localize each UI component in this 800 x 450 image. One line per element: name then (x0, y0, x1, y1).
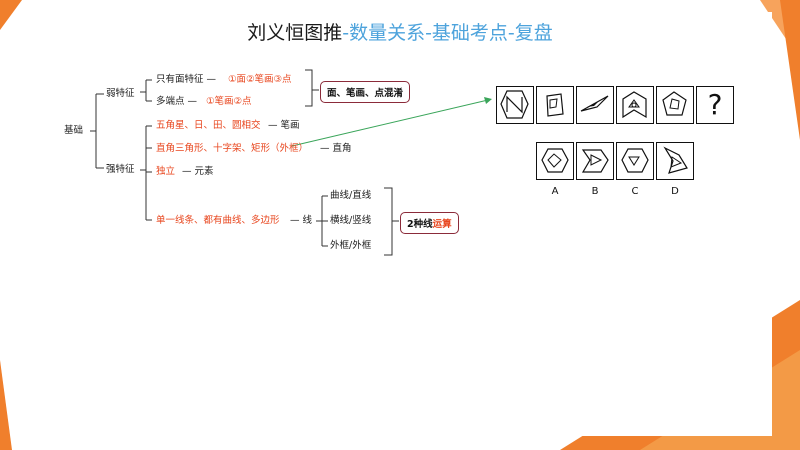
option-d-cell[interactable] (656, 142, 694, 180)
line-subitem-horizontal: 横线/竖线 (330, 215, 372, 226)
question-cell-4 (616, 86, 654, 124)
question-cell-3 (576, 86, 614, 124)
title-main: 刘义恒图推 (247, 22, 343, 44)
triangle-figure (580, 95, 609, 112)
question-cell-unknown: ? (696, 86, 734, 124)
option-a-figure (541, 148, 569, 173)
root-node: 基础 (64, 125, 84, 136)
option-a-cell[interactable] (536, 142, 574, 180)
strong-item-independent-result: — 元素 (182, 166, 214, 177)
question-cell-1 (496, 86, 534, 124)
strong-feature-node: 强特征 (106, 164, 135, 175)
pentagon-figure (662, 91, 687, 116)
weak-item-endpoints-result: ①笔画②点 (206, 96, 252, 107)
hexagon-n-figure (500, 90, 529, 119)
strong-item-line-label: 单一线条、都有曲线、多边形 (156, 215, 280, 226)
question-cell-2 (536, 86, 574, 124)
weak-feature-node: 弱特征 (106, 88, 135, 99)
option-a-label: A (551, 186, 559, 197)
strong-item-independent-label: 独立 (156, 166, 176, 177)
line-summary-box: 2种线运算 (400, 212, 459, 234)
option-c-cell[interactable] (616, 142, 654, 180)
page-title: 刘义恒图推-数量关系-基础考点-复盘 (0, 18, 800, 45)
line-box-accent: 运算 (432, 219, 452, 230)
option-d-label: D (671, 186, 679, 197)
line-box-plain: 2种线 (407, 219, 433, 230)
title-accent: -数量关系-基础考点-复盘 (342, 22, 553, 44)
option-b-figure (581, 149, 609, 173)
option-d-figure (663, 146, 688, 174)
line-subitem-frame: 外框/外框 (330, 240, 372, 251)
weak-item-endpoints-label: 多端点 — (156, 96, 198, 107)
strong-item-stroke-result: — 笔画 (268, 120, 300, 131)
weak-item-face-result: ①面②笔画③点 (228, 74, 292, 85)
strong-item-stroke-label: 五角星、日、田、圆相交 (156, 120, 261, 131)
option-b-label: B (591, 186, 599, 197)
question-cell-5 (656, 86, 694, 124)
option-c-figure (621, 148, 649, 173)
option-b-cell[interactable] (576, 142, 614, 180)
question-mark: ? (707, 88, 723, 121)
strong-item-line-result: — 线 (290, 215, 313, 226)
option-c-label: C (631, 186, 639, 197)
strong-item-rightangle-result: — 直角 (320, 143, 352, 154)
flag-figure (622, 91, 647, 119)
quadrilateral-figure (546, 93, 564, 117)
strong-item-rightangle-label: 直角三角形、十字架、矩形（外框） (156, 143, 309, 154)
line-subitem-curve: 曲线/直线 (330, 190, 372, 201)
weak-summary-box: 面、笔画、点混淆 (320, 81, 411, 103)
weak-item-face-label: 只有面特征 — (156, 74, 217, 85)
